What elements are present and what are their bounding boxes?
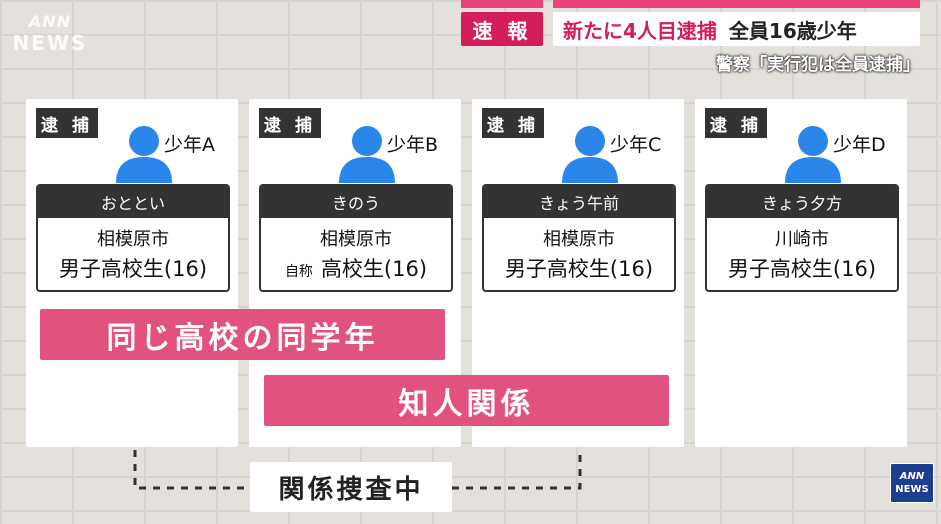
suspect-info: きょう午前 相模原市 男子高校生(16) (482, 184, 676, 292)
suspect-city: 相模原市 (320, 229, 392, 250)
person-icon (562, 126, 618, 183)
arrest-tag: 逮 捕 (259, 108, 321, 138)
arrest-tag: 逮 捕 (705, 108, 767, 138)
suspect-info: おととい 相模原市 男子高校生(16) (36, 184, 230, 292)
suspect-name: 少年B (387, 134, 439, 156)
suspect-name: 少年A (164, 134, 215, 156)
arrest-time: きょう夕方 (707, 186, 897, 218)
suspect-card-a: 逮 捕 少年A おととい 相模原市 男子高校生(16) (26, 99, 238, 447)
investigating-label: 関係捜査中 (250, 462, 452, 512)
arrest-time: おととい (38, 186, 228, 218)
suspect-card-d: 逮 捕 少年D きょう夕方 川崎市 男子高校生(16) (695, 99, 907, 447)
arrest-tag: 逮 捕 (36, 108, 98, 138)
top-stripe-right (553, 0, 920, 8)
ann-news-logo: ANN NEWS (6, 8, 94, 66)
top-stripe-left (461, 0, 543, 8)
headline-sub: 全員16歳少年 (728, 18, 857, 43)
headline: 新たに4人目逮捕 全員16歳少年 (553, 12, 920, 46)
person-icon (785, 126, 841, 183)
arrest-tag: 逮 捕 (482, 108, 544, 138)
headline-main: 新たに4人目逮捕 (563, 18, 717, 43)
logo-line2: NEWS (12, 31, 88, 55)
ann-news-badge: ANN NEWS (890, 463, 934, 503)
suspect-status: 男子高校生(16) (484, 253, 674, 283)
suspect-name: 少年C (610, 134, 662, 156)
suspect-status: 男子高校生(16) (707, 253, 897, 283)
person-icon (116, 126, 172, 183)
acquaintance-bar: 知人関係 (264, 375, 669, 426)
person-icon (339, 126, 395, 183)
arrest-time: きのう (261, 186, 451, 218)
status-prefix: 自称 (284, 264, 313, 280)
suspect-city: 相模原市 (97, 229, 169, 250)
suspect-city: 相模原市 (543, 229, 615, 250)
police-quote: 警察「実行犯は全員逮捕」 (716, 55, 920, 75)
suspect-info: きょう夕方 川崎市 男子高校生(16) (705, 184, 899, 292)
suspect-status-text: 男子高校生(16) (727, 257, 877, 281)
badge-line1: ANN (899, 471, 925, 482)
badge-line2: NEWS (895, 484, 929, 495)
suspect-name: 少年D (833, 134, 886, 156)
arrest-time: きょう午前 (484, 186, 674, 218)
suspect-status: 自称高校生(16) (261, 253, 451, 283)
suspect-status-text: 高校生(16) (320, 257, 428, 281)
same-school-bar: 同じ高校の同学年 (40, 309, 445, 360)
logo-line1: ANN (28, 12, 72, 31)
suspect-info: きのう 相模原市 自称高校生(16) (259, 184, 453, 292)
suspect-status-text: 男子高校生(16) (504, 257, 654, 281)
suspect-status: 男子高校生(16) (38, 253, 228, 283)
suspect-city: 川崎市 (775, 229, 829, 250)
breaking-tag: 速 報 (461, 12, 543, 46)
suspect-status-text: 男子高校生(16) (58, 257, 208, 281)
